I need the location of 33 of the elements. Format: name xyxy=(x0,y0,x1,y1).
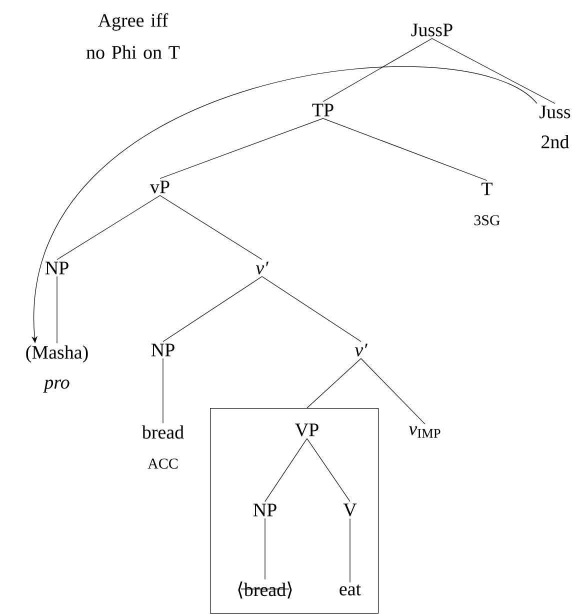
tree-branch xyxy=(306,358,362,408)
node-label: vP xyxy=(150,180,170,194)
tree-branch xyxy=(162,358,164,424)
tree-branch xyxy=(306,438,350,502)
phrase-label: JussP xyxy=(411,24,452,36)
node-label: NP xyxy=(45,262,68,274)
node-label: eat xyxy=(340,584,361,596)
tree-branch xyxy=(160,195,262,260)
node-label: TP xyxy=(312,104,334,116)
node-label: v′ xyxy=(354,344,368,356)
node-label: Juss 2nd xyxy=(540,106,570,148)
tree-branch xyxy=(56,195,160,260)
node-label: T 3SG xyxy=(474,182,500,226)
node-label: NP xyxy=(253,504,276,516)
tree-branch xyxy=(262,276,362,342)
box xyxy=(210,408,379,614)
tree-branch xyxy=(160,118,324,179)
node-label: bread ACC xyxy=(142,425,184,469)
node-label: (Masha) pro xyxy=(26,345,88,393)
tree-branch xyxy=(322,38,432,102)
tree-branch xyxy=(264,438,308,502)
tree-branch xyxy=(56,276,58,344)
node-label: VP xyxy=(295,424,318,436)
node-label: v′ xyxy=(256,262,269,274)
node-label: V xyxy=(343,504,357,516)
annotation: Agree iff no Phi on T xyxy=(86,13,180,59)
node-label: NP xyxy=(151,344,174,356)
tree-branch xyxy=(162,276,262,342)
tree-branch xyxy=(360,358,426,424)
tree-branch xyxy=(322,118,488,181)
node-label: v$_{IMP}$ xyxy=(408,426,440,438)
tree-branch xyxy=(264,518,266,580)
tree-branch xyxy=(432,38,556,104)
